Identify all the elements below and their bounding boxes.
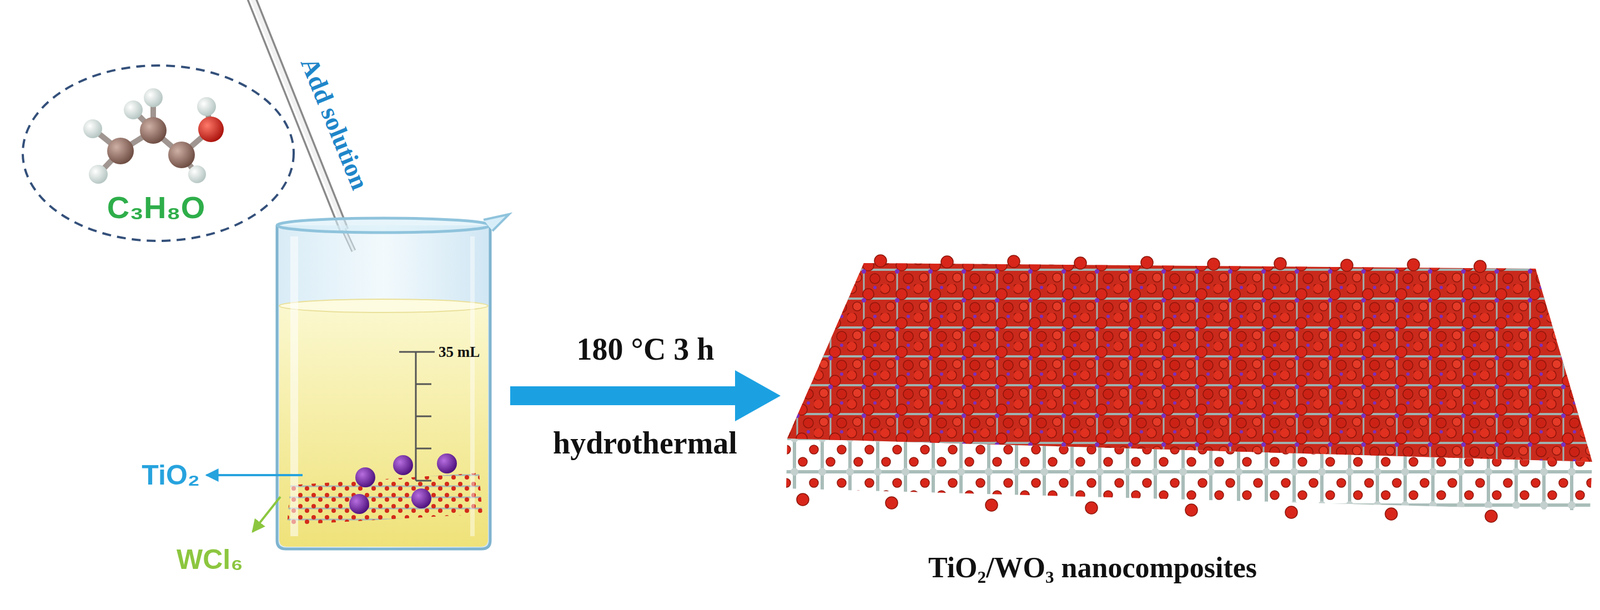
volume-scale — [399, 351, 435, 481]
condition-label: hydrothermal — [552, 425, 738, 461]
product-caption: TiO₂/WO₃ nanocomposites — [928, 551, 1257, 585]
process-arrow — [510, 370, 781, 422]
leader-arrow — [206, 474, 303, 477]
beaker-drawing — [270, 214, 511, 552]
molecule-bonds — [92, 97, 211, 175]
beaker: 35 mL — [270, 214, 511, 552]
tio2-sheet — [287, 473, 483, 526]
component-label: WCl₆ — [176, 543, 244, 576]
formula-label: C₃H₈O — [107, 189, 206, 226]
crystal-structure — [780, 255, 1597, 589]
propanol-molecule — [83, 88, 224, 184]
volume-mark: 35 mL — [438, 343, 480, 361]
nanocomposite-slab: TiO₂/WO₃ nanocomposites — [780, 255, 1597, 589]
wcl6-particles — [349, 453, 457, 515]
leader-arrow — [252, 496, 281, 532]
reagent-ellipse: C₃H₈O — [20, 63, 296, 244]
condition-label: 180 °C 3 h — [576, 331, 715, 367]
component-label: TiO₂ — [141, 459, 200, 492]
yellow-solution — [279, 305, 488, 547]
